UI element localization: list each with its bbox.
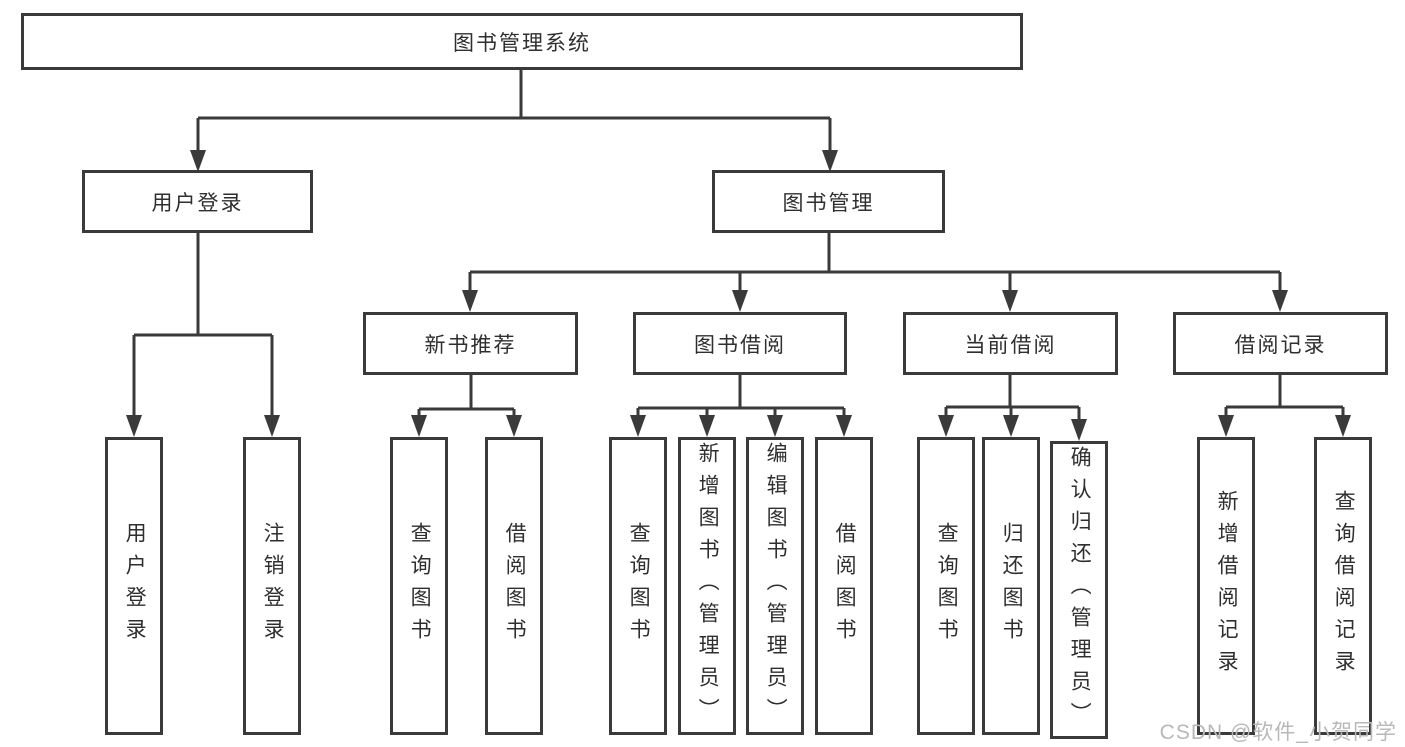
node-root: 图书管理系统 <box>21 13 1023 70</box>
node-new-book-recommend: 新书推荐 <box>363 312 578 375</box>
leaf-query-books-current: 查询图书 <box>917 437 975 735</box>
leaf-edit-book-admin: 编辑图书（管理员） <box>746 437 804 735</box>
leaf-borrow-books: 借阅图书 <box>815 437 873 735</box>
leaf-logout: 注销登录 <box>243 437 301 735</box>
node-current-borrow: 当前借阅 <box>903 312 1118 375</box>
leaf-return-book: 归还图书 <box>982 437 1040 735</box>
leaf-query-borrow-record: 查询借阅记录 <box>1314 437 1372 735</box>
node-book-management: 图书管理 <box>712 170 945 233</box>
leaf-query-books-borrow: 查询图书 <box>609 437 667 735</box>
leaf-user-login: 用户登录 <box>105 437 163 735</box>
watermark: CSDN @软件_小贺同学 <box>1159 721 1397 744</box>
leaf-borrow-books-recommend: 借阅图书 <box>485 437 543 735</box>
arrowheads <box>126 150 1351 441</box>
leaf-query-books-recommend: 查询图书 <box>390 437 448 735</box>
node-book-borrow: 图书借阅 <box>633 312 847 375</box>
leaf-add-borrow-record: 新增借阅记录 <box>1197 437 1255 735</box>
leaf-confirm-return-admin: 确认归还（管理员） <box>1050 441 1108 739</box>
node-borrow-records: 借阅记录 <box>1173 312 1388 375</box>
node-user-login: 用户登录 <box>82 170 313 233</box>
leaf-add-book-admin: 新增图书（管理员） <box>678 437 736 735</box>
